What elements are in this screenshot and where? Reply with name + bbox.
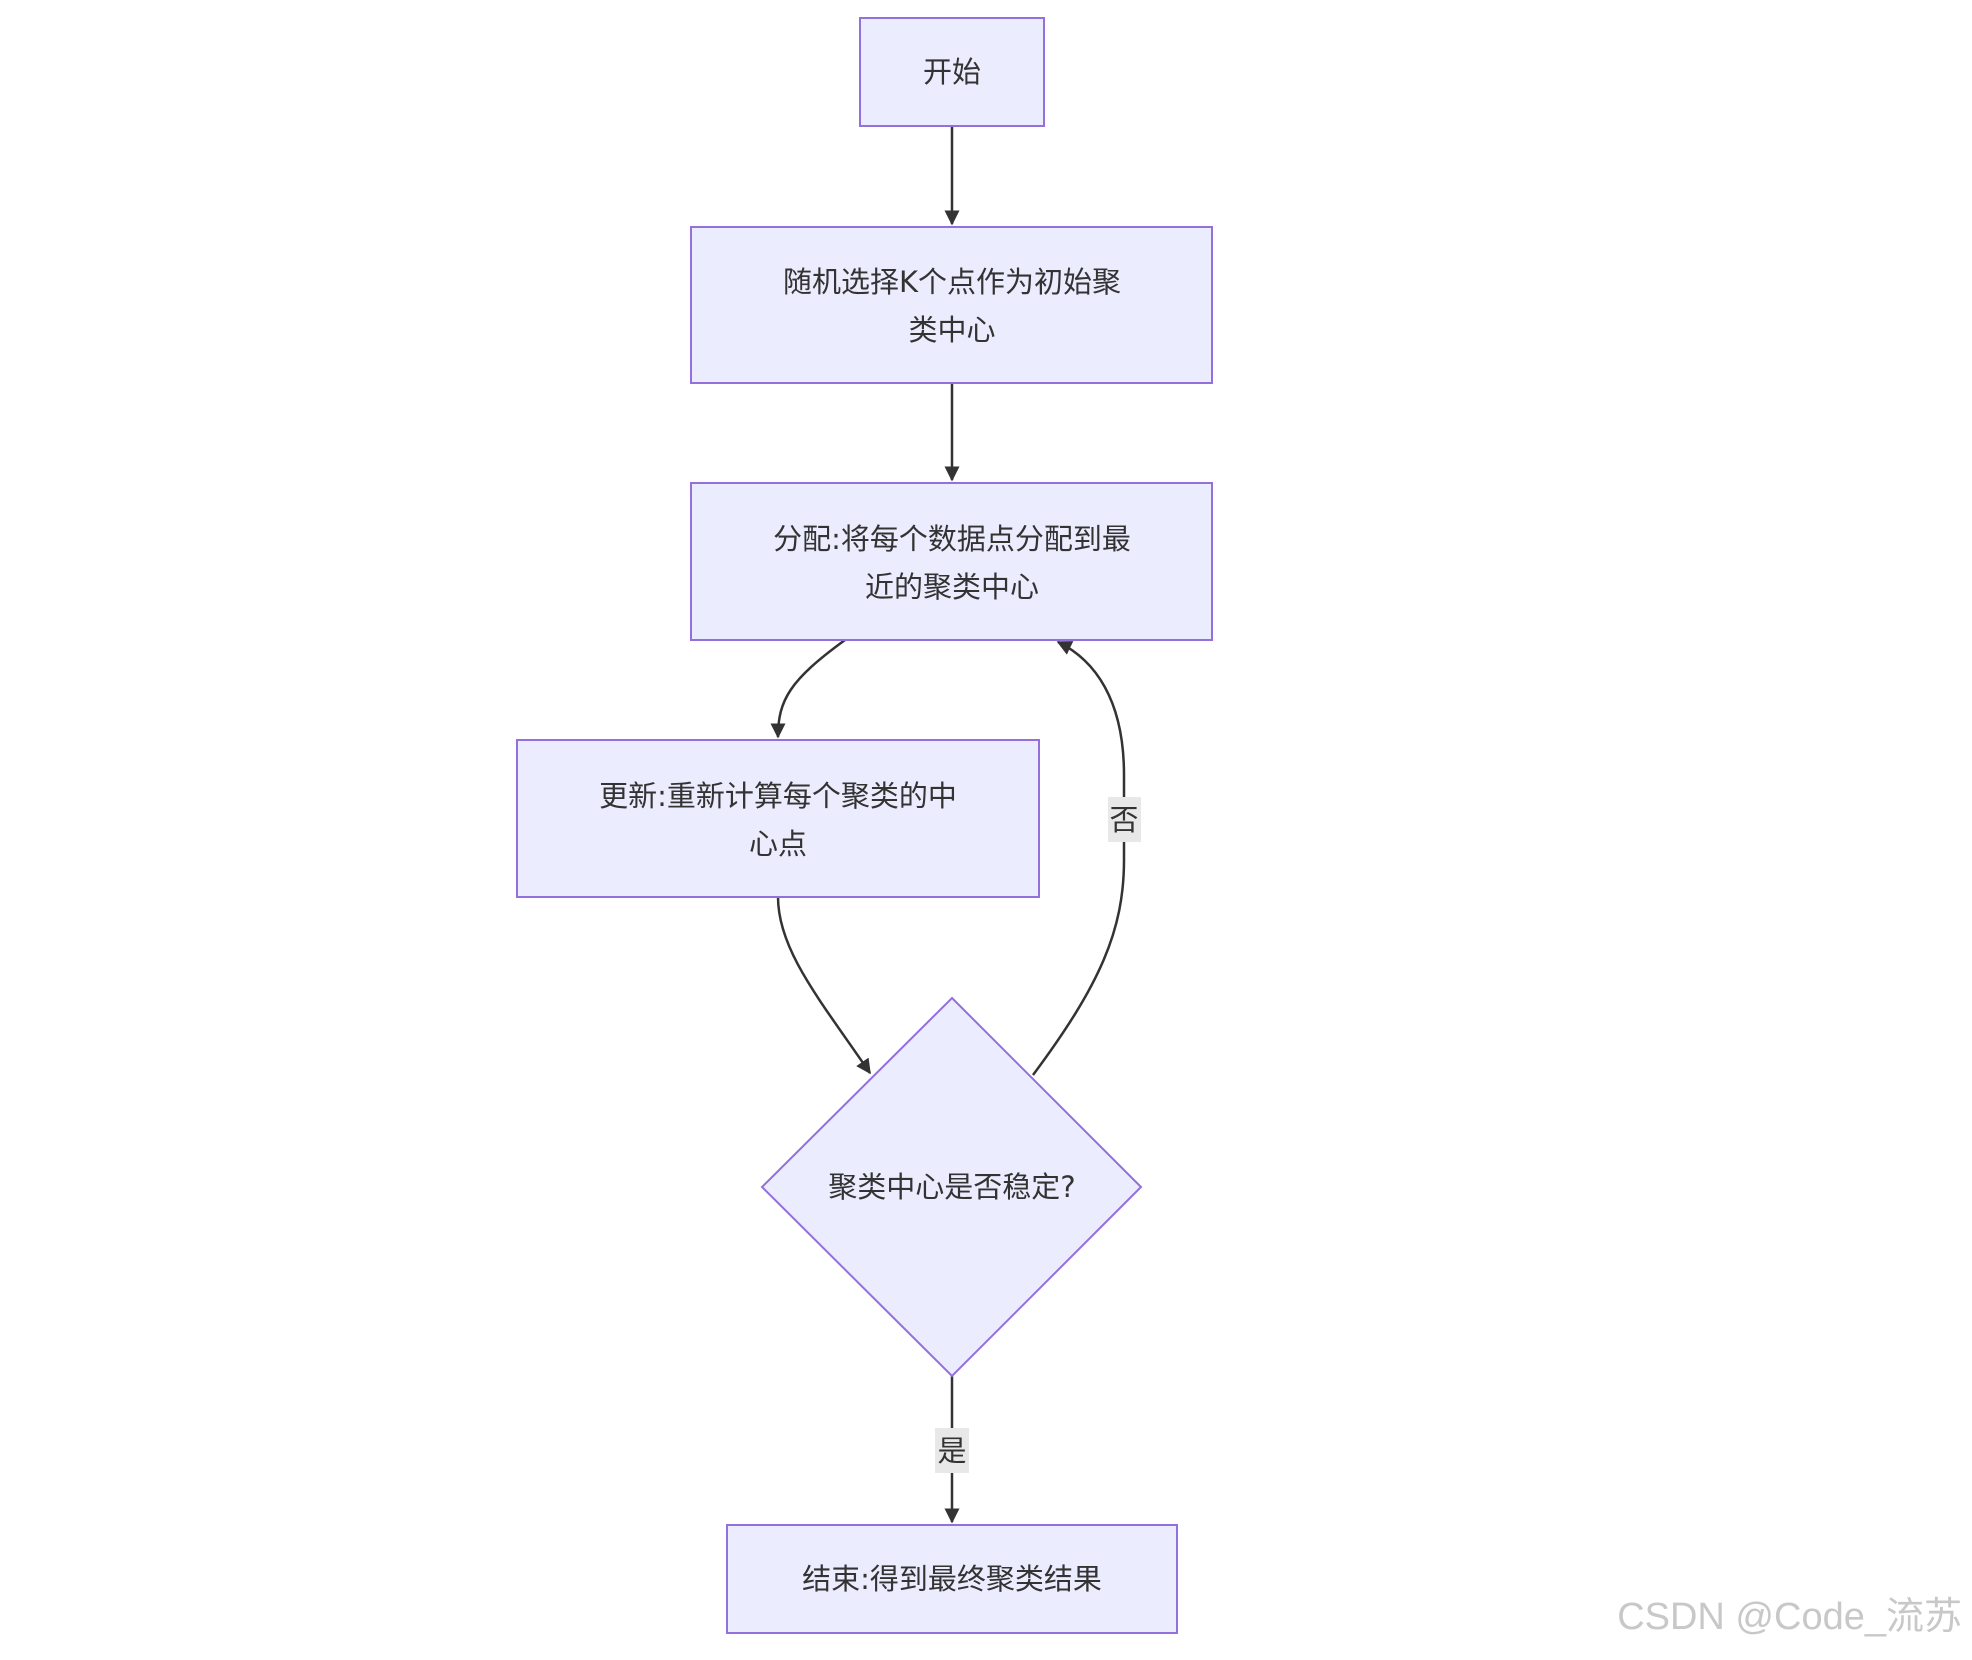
node-start-label: 开始 [923, 55, 981, 89]
node-assign-label-line1: 分配:将每个数据点分配到最 [773, 522, 1131, 556]
node-init-label-line1: 随机选择K个点作为初始聚 [783, 265, 1121, 299]
edge-label-yes: 是 [935, 1428, 969, 1473]
edge-label-no: 否 [1108, 797, 1141, 842]
edge-update-to-decision [776, 896, 872, 1075]
node-end-label: 结束:得到最终聚类结果 [802, 1562, 1102, 1596]
node-init-label-line2: 类中心 [908, 313, 995, 347]
node-assign: 分配:将每个数据点分配到最 近的聚类中心 [690, 482, 1213, 641]
node-assign-label-line2: 近的聚类中心 [865, 570, 1039, 604]
node-update-label-line1: 更新:重新计算每个聚类的中 [599, 779, 957, 813]
edge-label-yes-text: 是 [937, 1434, 966, 1468]
edge-decision-to-assign [1031, 640, 1126, 1076]
edge-label-no-text: 否 [1109, 803, 1138, 837]
watermark: CSDN @Code_流苏 [1617, 1596, 1962, 1638]
node-decision-label: 聚类中心是否稳定? [828, 1170, 1075, 1204]
node-end: 结束:得到最终聚类结果 [726, 1524, 1178, 1634]
node-decision: 聚类中心是否稳定? [760, 996, 1143, 1378]
node-start: 开始 [859, 17, 1045, 127]
node-init: 随机选择K个点作为初始聚 类中心 [690, 226, 1213, 384]
node-update-label-line2: 心点 [749, 827, 807, 861]
edge-assign-to-update [770, 638, 846, 739]
node-update: 更新:重新计算每个聚类的中 心点 [516, 739, 1040, 898]
